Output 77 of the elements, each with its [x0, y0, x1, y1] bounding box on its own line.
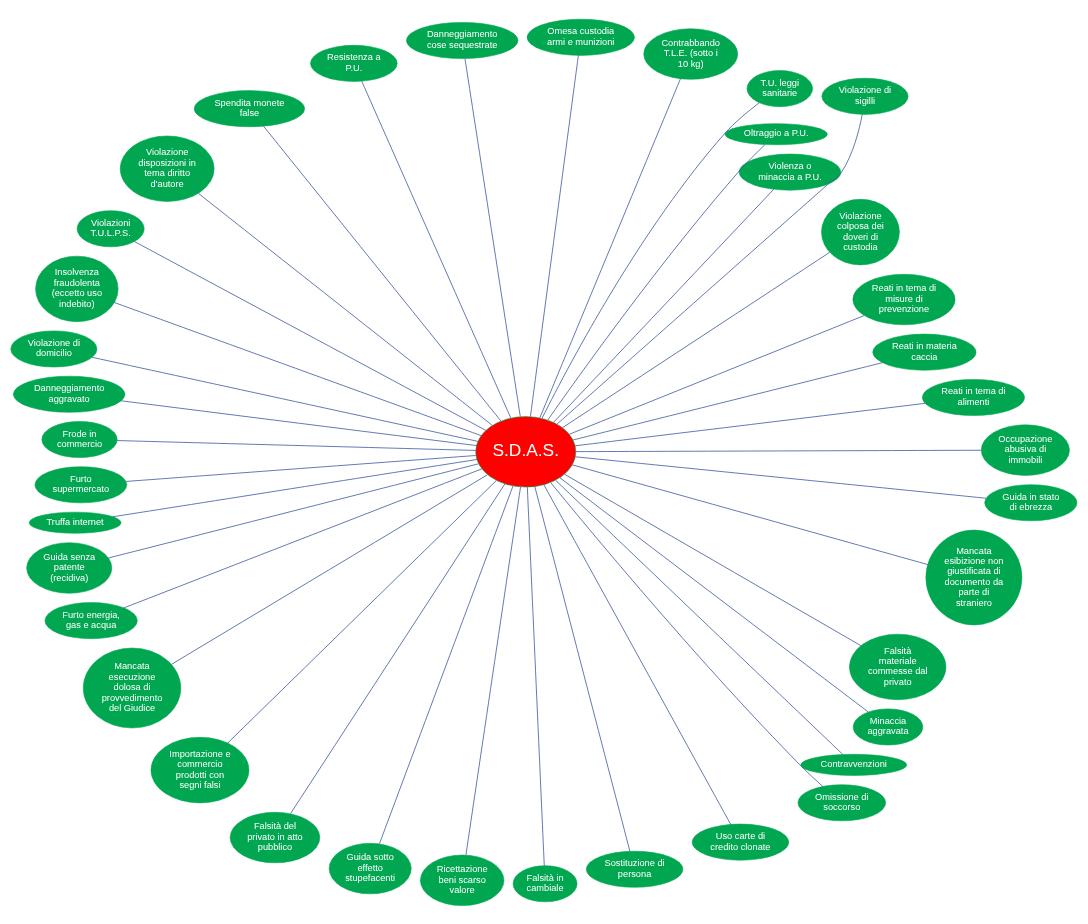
- connector: [379, 485, 514, 844]
- connector: [534, 485, 631, 852]
- node-ellipse: Violazione colposa dei doveri di custodia: [821, 198, 900, 265]
- node-ellipse: T.U. leggi sanitarie: [746, 69, 813, 107]
- connector: [562, 251, 831, 428]
- connector: [543, 483, 732, 825]
- connector: [120, 399, 477, 446]
- node-ellipse: Violazione di domicilio: [10, 330, 98, 367]
- connector: [197, 192, 493, 426]
- connector: [125, 454, 477, 482]
- node-ellipse: Ricettazione beni scarso valore: [420, 854, 505, 906]
- connector: [555, 479, 844, 755]
- connector: [553, 188, 775, 423]
- connector: [572, 464, 929, 565]
- node-ellipse: Uso carte di credito clonate: [691, 823, 789, 860]
- connector: [556, 113, 863, 424]
- node-ellipse: Minaccia aggravata: [852, 708, 924, 745]
- node-ellipse: Occupazione abusiva di immobili: [980, 424, 1070, 476]
- node-ellipse: Violazioni T.U.L.P.S.: [76, 209, 145, 247]
- connector: [575, 449, 982, 452]
- node-ellipse: Sostituzione di persona: [586, 850, 684, 888]
- connector: [465, 486, 521, 855]
- connector: [564, 473, 862, 646]
- connector: [547, 143, 766, 420]
- connector: [526, 486, 545, 866]
- connector: [572, 361, 883, 440]
- node-ellipse: Guida sotto effetto stupefacenti: [328, 842, 412, 894]
- connector: [574, 455, 987, 499]
- connector: [361, 80, 512, 418]
- node-ellipse: Insolvenza fraudolenta (eccetto uso indebito): [35, 255, 119, 322]
- connector: [263, 125, 502, 421]
- node-ellipse: Mancata esecuzione dolosa di provvedimento del Giudice: [82, 647, 182, 728]
- connector: [91, 356, 479, 442]
- node-ellipse: Violazione di sigilli: [821, 77, 909, 115]
- node-ellipse: Reati in tema di misure di prevenzione: [852, 273, 956, 325]
- node-ellipse: Guida senza patente (recidiva): [26, 541, 113, 594]
- node-ellipse: Omissione di soccorso: [797, 783, 886, 821]
- node-ellipse: Resistenza a P.U.: [310, 44, 398, 82]
- node-ellipse: Furto supermercato: [34, 465, 128, 503]
- connector: [116, 439, 477, 451]
- node-circle: Mancata esibizione non giustificata di documento da parte di straniero: [925, 529, 1023, 625]
- node-ellipse: Violenza o minaccia a P.U.: [738, 153, 842, 190]
- node-ellipse: Omesa custodia armi e munizioni: [526, 18, 635, 56]
- node-ellipse: Danneggiamento aggravato: [13, 375, 126, 413]
- node-ellipse: S.D.A.S.: [475, 415, 577, 487]
- connector: [464, 57, 521, 417]
- node-ellipse: Danneggiamento cose sequestrate: [406, 21, 519, 59]
- node-ellipse: Oltraggio a P.U.: [724, 122, 828, 145]
- node-ellipse: Guida in stato di ebrezza: [984, 483, 1078, 521]
- node-ellipse: Falsità del privato in atto pubblico: [229, 811, 321, 863]
- connector: [541, 101, 760, 419]
- node-ellipse: Falsità in cambiale: [512, 864, 578, 902]
- node-ellipse: Reati in materia caccia: [872, 333, 977, 371]
- node-ellipse: Importazione e commercio prodotti con segni falsi: [150, 736, 250, 803]
- connector: [539, 77, 681, 418]
- connector: [568, 314, 865, 435]
- connector: [133, 240, 487, 431]
- node-ellipse: Reati in tema di alimenti: [922, 378, 1025, 416]
- connector: [123, 467, 483, 608]
- node-ellipse: Spendita monete false: [193, 89, 305, 127]
- connector: [559, 476, 869, 712]
- node-ellipse: Furto energia, gas e acqua: [44, 601, 138, 639]
- connector: [171, 473, 488, 665]
- node-ellipse: Violazione disposizioni in tema diritto d'autore: [119, 135, 215, 202]
- node-ellipse: Contravvenzioni: [800, 753, 907, 776]
- connector: [550, 481, 824, 787]
- connector: [530, 54, 579, 417]
- node-ellipse: Frode in commercio: [41, 420, 118, 458]
- node-ellipse: Falsità materiale commesse dal privato: [849, 633, 947, 700]
- connector: [114, 301, 482, 436]
- connector: [290, 483, 506, 814]
- node-ellipse: Truffa internet: [28, 511, 122, 534]
- connector: [227, 479, 497, 743]
- connector: [574, 402, 926, 446]
- node-ellipse: Contrabbando T.L.E. (sotto i 10 kg): [643, 27, 738, 80]
- connector: [108, 462, 479, 558]
- connector: [112, 458, 478, 517]
